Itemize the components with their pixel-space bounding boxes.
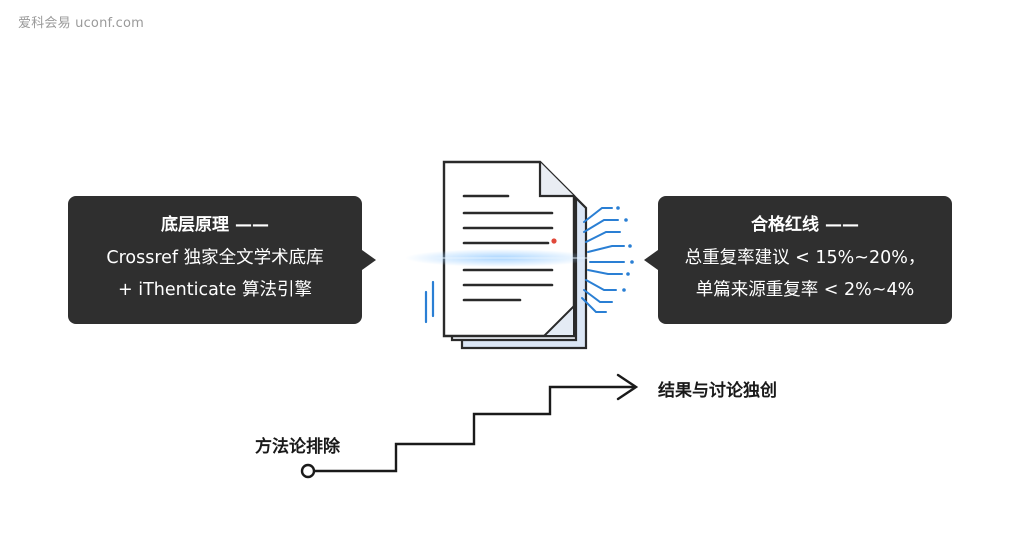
right-callout: 合格红线 —— 总重复率建议 < 15%~20%， 单篇来源重复率 < 2%~4… (658, 196, 952, 324)
right-callout-line1: 总重复率建议 < 15%~20%， (684, 248, 926, 268)
left-callout-pointer (362, 250, 376, 270)
right-callout-line2: 单篇来源重复率 < 2%~4% (695, 280, 915, 300)
right-callout-pointer (644, 250, 658, 270)
right-callout-title: 合格红线 —— (751, 215, 859, 235)
stair-start-node (300, 463, 316, 479)
watermark: 爱科会易 uconf.com (18, 16, 145, 31)
left-callout: 底层原理 —— Crossref 独家全文学术底库 + iThenticate … (68, 196, 362, 324)
scan-beam-icon (405, 249, 600, 324)
left-callout-line1: Crossref 独家全文学术底库 (106, 248, 324, 268)
stair-end-label: 结果与讨论独创 (658, 381, 777, 401)
left-callout-title: 底层原理 —— (161, 215, 269, 235)
stair-start-label: 方法论排除 (255, 437, 340, 457)
data-stream-lines (581, 207, 625, 313)
left-callout-line2: + iThenticate 算法引擎 (118, 280, 312, 300)
stair-arrow-icon (313, 373, 639, 473)
